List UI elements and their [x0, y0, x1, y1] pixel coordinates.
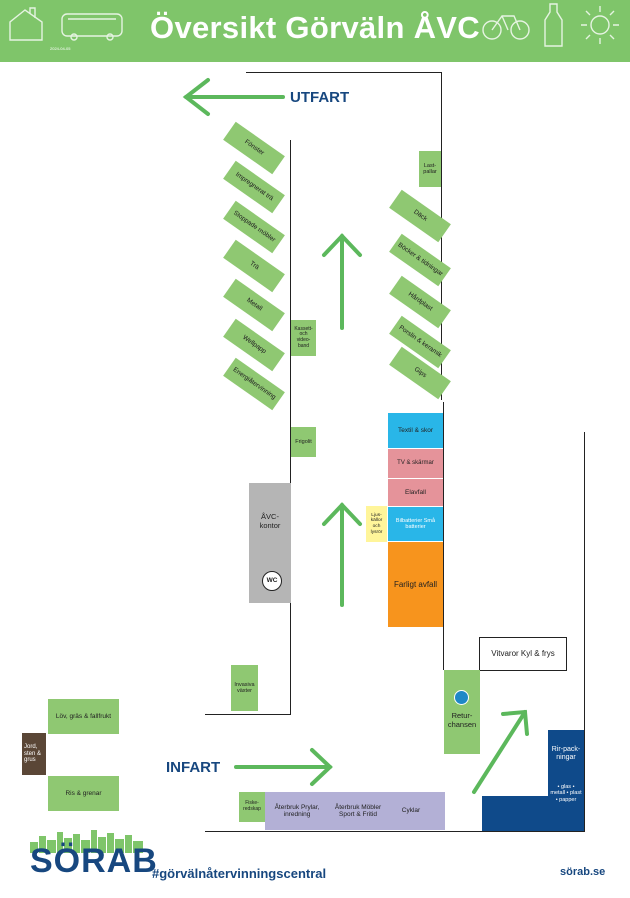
station-cyklar[interactable]: Cyklar	[401, 807, 421, 815]
station-textil[interactable]: Textil & skor	[388, 413, 443, 448]
rir-base	[482, 796, 584, 831]
entry-label: INFART	[166, 759, 221, 776]
rir-items: • glas • metall • plast • papper	[550, 784, 582, 803]
station-aterbruk-mobler[interactable]: Återbruk Möbler Sport & Fritid	[334, 803, 382, 818]
boundary-line	[246, 72, 442, 73]
sun-icon	[581, 6, 619, 44]
exit-arrow	[182, 78, 285, 116]
station-jord[interactable]: Jord, sten & grus	[22, 733, 46, 775]
exit-label: UTFART	[290, 89, 350, 106]
hashtag: #görvälnåtervinningscentral	[152, 866, 327, 881]
header-bar	[0, 0, 630, 62]
station-returchansen[interactable]: Retur-chansen	[444, 670, 480, 754]
station-batterier[interactable]: Bilbatterier Små batterier	[388, 507, 443, 541]
up-arrow	[322, 233, 362, 330]
station-invasiva[interactable]: Invasiva växter	[231, 665, 258, 711]
station-rir-packningar[interactable]: Rir-pack-ningar	[548, 730, 584, 796]
page-title: Översikt Görväln ÅVC	[150, 10, 480, 45]
station-ljuskallor[interactable]: Ljus-källor och lysrör	[366, 506, 387, 542]
diagonal-arrow	[472, 709, 529, 794]
house-icon	[9, 7, 43, 41]
up-arrow	[322, 502, 362, 607]
wc-icon: WC	[262, 571, 282, 591]
date-label: 2024-04-05	[50, 46, 71, 51]
station-tv[interactable]: TV & skärmar	[388, 449, 443, 478]
station-ris[interactable]: Ris & grenar	[48, 776, 119, 811]
station-elavfall[interactable]: Elavfall	[388, 479, 443, 506]
boundary-line	[584, 432, 585, 832]
station-frigolit[interactable]: Frigolit	[291, 427, 316, 457]
header-icons	[9, 3, 619, 47]
boundary-line	[290, 140, 291, 714]
bus-icon	[61, 13, 123, 41]
station-aterbruk-prylar[interactable]: Återbruk Prylar, inredning	[274, 803, 320, 818]
aterbruk-area	[265, 792, 445, 830]
logo: SÖRAB	[30, 842, 158, 880]
bottle-icon	[544, 3, 563, 47]
station-farligt-avfall[interactable]: Farligt avfall	[388, 542, 443, 627]
boundary-line	[443, 402, 444, 670]
globe-icon	[454, 690, 469, 705]
logo-skyline	[30, 830, 143, 853]
station-kassett[interactable]: Kassett- och video-band	[291, 320, 316, 356]
website-link[interactable]: sörab.se	[560, 866, 606, 878]
station-vitvaror[interactable]: Vitvaror Kyl & frys	[479, 637, 567, 671]
station-lastpallar[interactable]: Last-pallar	[419, 151, 441, 187]
entry-arrow	[234, 748, 333, 786]
station-fiske[interactable]: Fiske-redskap	[239, 792, 265, 822]
boundary-line	[205, 831, 584, 832]
station-lov[interactable]: Löv, gräs & fallfrukt	[48, 699, 119, 734]
boundary-line	[205, 714, 291, 715]
bicycle-icon	[482, 15, 530, 40]
